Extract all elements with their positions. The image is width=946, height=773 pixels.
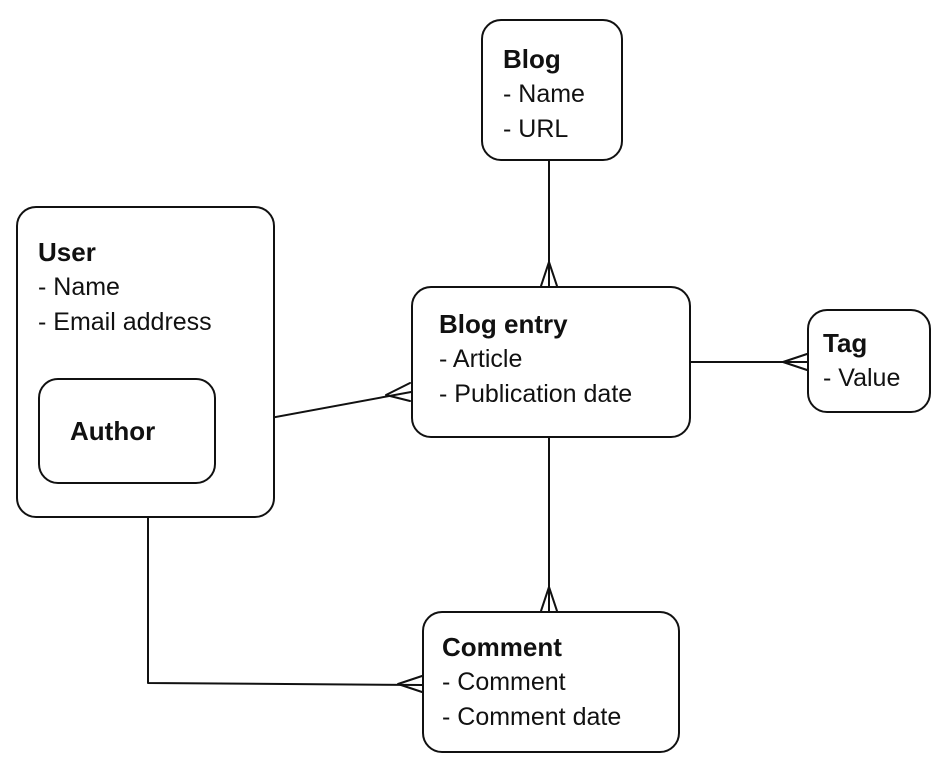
entity-title-tag: Tag <box>823 328 868 358</box>
entity-title-comment: Comment <box>442 632 562 662</box>
entity-author: Author <box>38 378 216 484</box>
entity-blog: Blog - Name - URL <box>481 19 623 161</box>
entity-blog-entry: Blog entry - Article - Publication date <box>411 286 691 438</box>
relationship-line-user-comment <box>147 517 423 686</box>
crows-foot-comment-left <box>397 675 423 693</box>
crows-foot-tag-left <box>782 353 808 371</box>
attribute-list-blog-entry: - Article - Publication date <box>439 342 689 412</box>
attribute-list-tag: - Value <box>823 361 929 396</box>
attribute-list-user: - Name - Email address <box>38 270 273 340</box>
crows-foot-comment-top <box>540 586 558 612</box>
attribute-tag-value: - Value <box>823 364 901 392</box>
entity-title-author: Author <box>70 416 156 446</box>
attribute-blog-entry-publication-date: - Publication date <box>439 380 633 408</box>
crows-foot-blog-entry-top <box>540 261 558 287</box>
attribute-comment-comment: - Comment <box>442 668 566 696</box>
attribute-blog-name: - Name <box>503 80 585 108</box>
attribute-user-email-address: - Email address <box>38 308 212 336</box>
entity-comment: Comment - Comment - Comment date <box>422 611 680 753</box>
attribute-list-comment: - Comment - Comment date <box>442 665 678 735</box>
attribute-blog-url: - URL <box>503 115 569 143</box>
crows-foot-blog-entry-left <box>385 382 411 402</box>
entity-title-blog: Blog <box>503 44 561 74</box>
entity-tag: Tag - Value <box>807 309 931 413</box>
attribute-comment-comment-date: - Comment date <box>442 703 622 731</box>
entity-title-user: User <box>38 237 96 267</box>
attribute-user-name: - Name <box>38 273 120 301</box>
attribute-blog-entry-article: - Article <box>439 345 523 373</box>
entity-title-blog-entry: Blog entry <box>439 309 568 339</box>
attribute-list-blog: - Name - URL <box>503 77 621 147</box>
